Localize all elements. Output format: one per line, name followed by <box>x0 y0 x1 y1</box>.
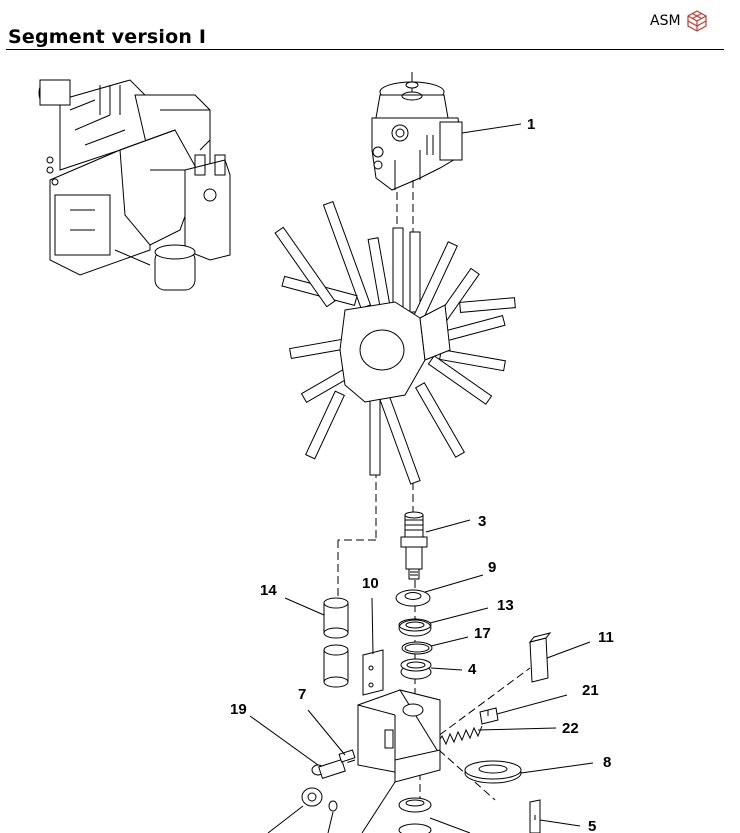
header-rule <box>6 49 724 50</box>
part-12-bearing <box>398 797 432 833</box>
part-14-rollers <box>323 597 349 688</box>
callout-10: 10 <box>362 575 379 592</box>
callout-8: 8 <box>603 754 611 771</box>
callout-1: 1 <box>527 116 535 133</box>
brand-logo: ASM <box>650 10 707 32</box>
part-22-spring <box>437 725 483 746</box>
callout-17: 17 <box>474 625 491 642</box>
callout-9: 9 <box>488 559 496 576</box>
part-5-slip <box>529 799 541 833</box>
part-11-block <box>528 632 552 683</box>
part-21-clip <box>479 707 499 725</box>
part-9-washer <box>395 589 431 607</box>
part-4-bushing <box>400 658 432 680</box>
part-6-nut <box>301 787 338 812</box>
part-8-disc <box>464 760 522 784</box>
part-17-ring <box>401 641 433 655</box>
callout-21: 21 <box>582 682 599 699</box>
callout-5: 5 <box>588 818 596 833</box>
part-13-bearing <box>398 618 432 637</box>
part-2-star-wheel <box>274 200 516 485</box>
callout-19: 19 <box>230 701 247 718</box>
brand-name: ASM <box>650 13 681 29</box>
machine-overview-image <box>38 79 231 291</box>
page-header: Segment version I ASM <box>0 0 740 52</box>
callout-leaders <box>249 123 594 833</box>
callout-7: 7 <box>298 686 306 703</box>
part-1-drive-head <box>371 72 463 191</box>
callout-22: 22 <box>562 720 579 737</box>
callout-11: 11 <box>598 629 614 646</box>
callout-13: 13 <box>497 597 514 614</box>
cube-logo-icon <box>686 10 707 32</box>
part-3-spindle <box>400 511 428 580</box>
callout-4: 4 <box>468 661 477 678</box>
part-7-pin <box>338 749 356 763</box>
main-housing <box>357 689 441 783</box>
callout-14: 14 <box>260 582 277 599</box>
part-10-plate <box>362 649 384 696</box>
page-title: Segment version I <box>8 26 207 48</box>
callout-3: 3 <box>478 513 486 530</box>
exploded-parts-drawing: 1 3 9 13 17 4 11 14 10 21 22 19 7 8 5 <box>38 72 614 833</box>
part-19-screw <box>311 758 346 780</box>
